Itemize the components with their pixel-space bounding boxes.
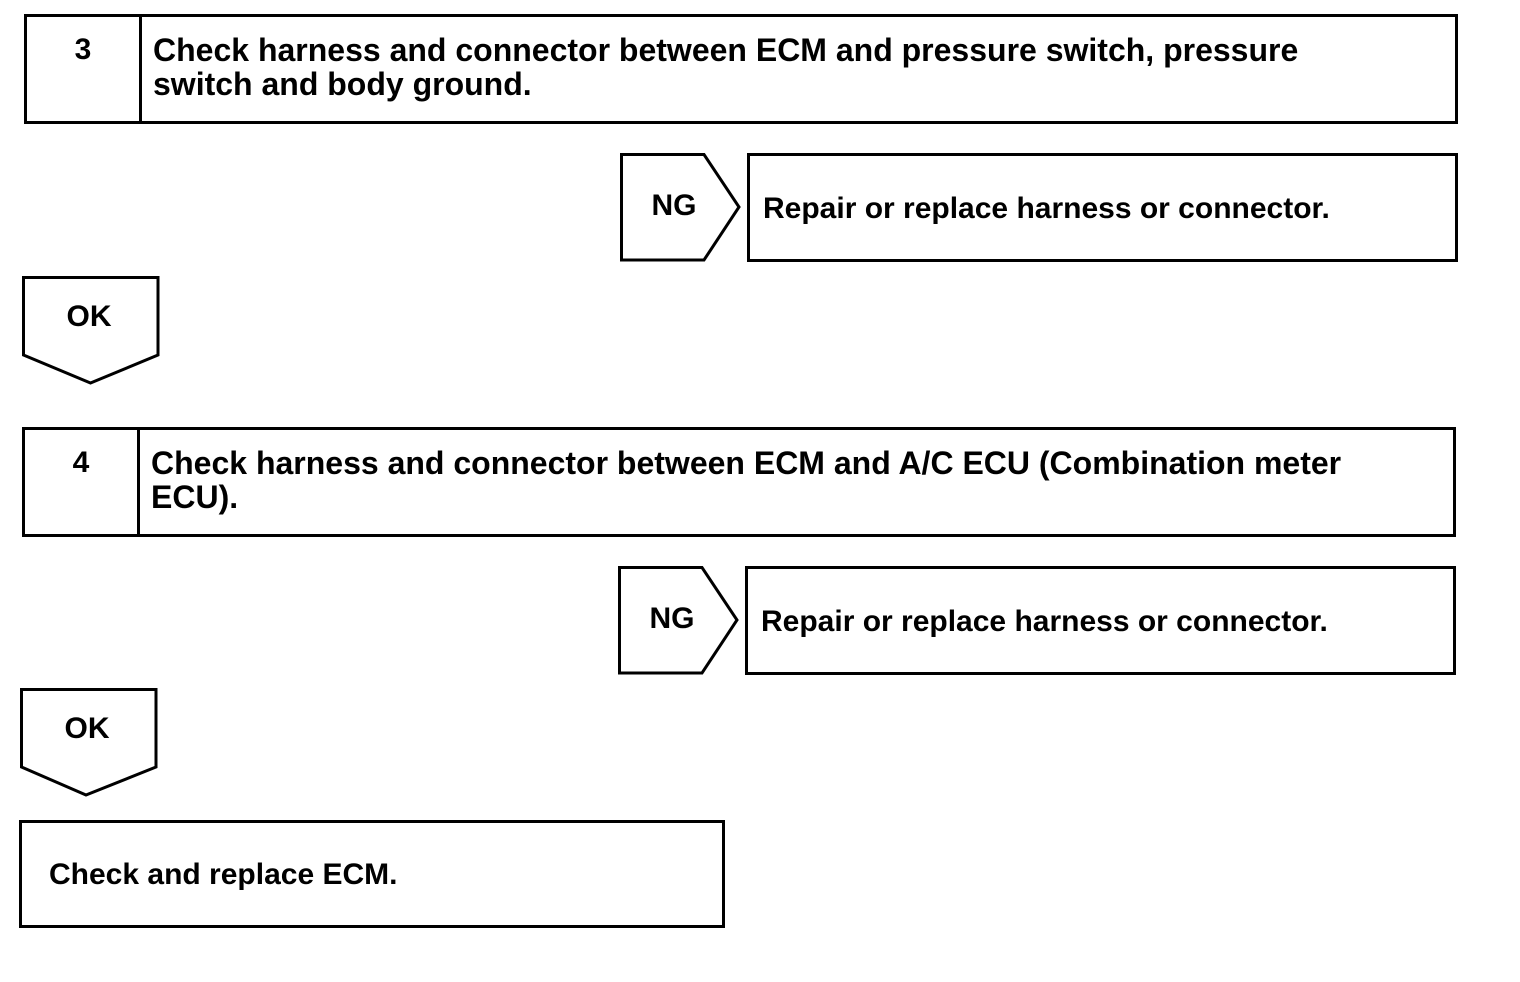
step-4-text-line2: ECU). bbox=[151, 479, 239, 515]
final-action-text: Check and replace ECM. bbox=[49, 858, 398, 891]
step-3-ok-arrow: OK bbox=[22, 276, 160, 386]
step-4-ng-arrow: NG bbox=[618, 566, 740, 676]
step-4-ok-arrow-shape bbox=[20, 688, 158, 797]
step-4-number: 4 bbox=[25, 430, 140, 534]
step-4-text-line1: Check harness and connector between ECM … bbox=[151, 445, 1342, 481]
step-3-text-line1: Check harness and connector between ECM … bbox=[153, 32, 1299, 68]
step-3-ok-label: OK bbox=[66, 300, 112, 333]
step-3-ng-result-text: Repair or replace harness or connector. bbox=[763, 192, 1330, 225]
step-3-ng-label: NG bbox=[651, 189, 697, 222]
step-3-box: 3 Check harness and connector between EC… bbox=[24, 14, 1458, 124]
step-3-number: 3 bbox=[27, 17, 142, 121]
step-3-ng-result-box: Repair or replace harness or connector. bbox=[747, 153, 1458, 262]
step-4-box: 4 Check harness and connector between EC… bbox=[22, 427, 1456, 537]
step-3-ng-arrow: NG bbox=[620, 153, 742, 263]
step-4-ok-label: OK bbox=[64, 712, 110, 745]
step-4-ng-label: NG bbox=[649, 602, 695, 635]
step-4-ng-result-box: Repair or replace harness or connector. bbox=[745, 566, 1456, 675]
step-4-text: Check harness and connector between ECM … bbox=[151, 446, 1433, 514]
step-3-ok-arrow-shape bbox=[22, 276, 160, 385]
step-3-ng-arrow-shape bbox=[620, 153, 741, 262]
final-action-box: Check and replace ECM. bbox=[19, 820, 725, 928]
step-4-ok-arrow: OK bbox=[20, 688, 158, 798]
step-4-ng-arrow-shape bbox=[618, 566, 739, 675]
step-3-text: Check harness and connector between ECM … bbox=[153, 33, 1435, 101]
step-4-ng-result-text: Repair or replace harness or connector. bbox=[761, 605, 1328, 638]
step-3-text-line2: switch and body ground. bbox=[153, 66, 532, 102]
